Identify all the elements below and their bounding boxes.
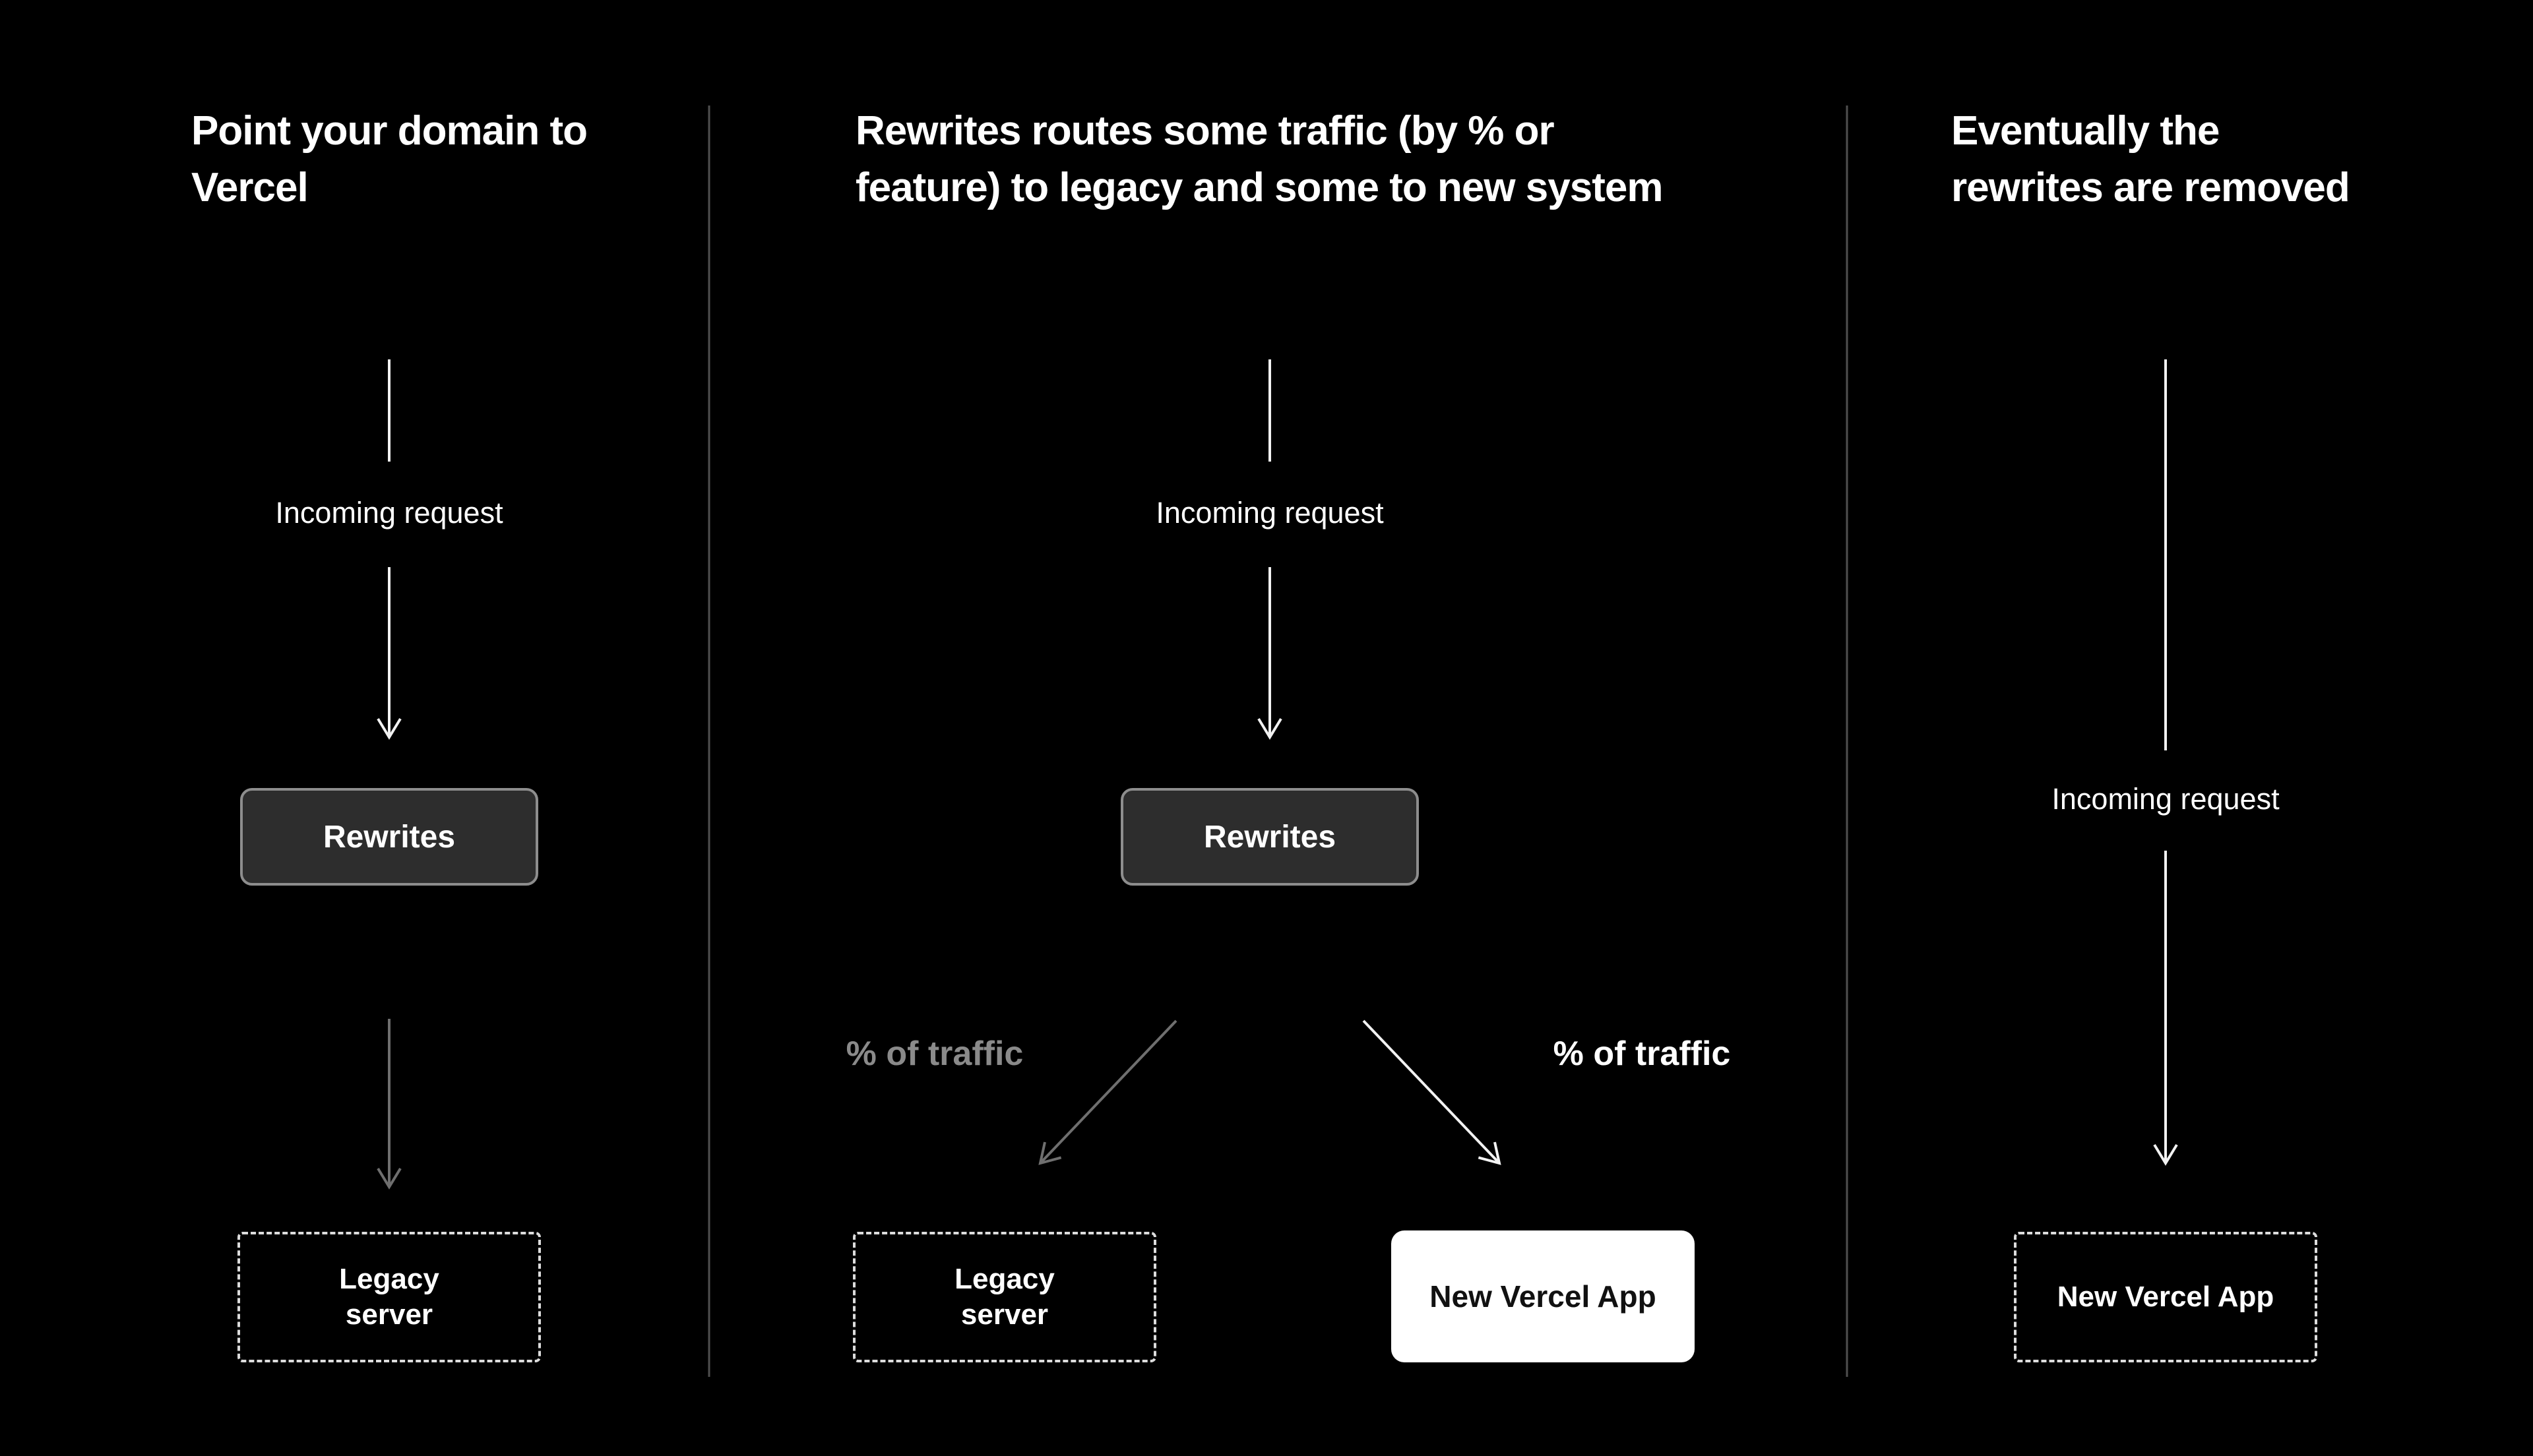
legacy-server-box-middle-line2: server <box>960 1298 1049 1331</box>
middle-diagonal-arrow-left-icon <box>1038 1019 1177 1165</box>
legacy-server-box-left: Legacy server <box>237 1232 541 1362</box>
panel-left-title: Point your domain to Vercel <box>191 103 588 216</box>
traffic-percent-label-left: % of traffic <box>846 1035 1024 1073</box>
panel-left-title-line1: Point your domain to <box>191 108 588 154</box>
incoming-request-label-right: Incoming request <box>2051 782 2280 816</box>
traffic-percent-label-right: % of traffic <box>1553 1035 1731 1073</box>
legacy-server-box-left-line1: Legacy <box>339 1263 439 1295</box>
legacy-server-box-middle-line1: Legacy <box>954 1263 1055 1295</box>
new-vercel-app-box-right-label: New Vercel App <box>2057 1281 2274 1313</box>
panel-left-title-line2: Vercel <box>191 165 309 210</box>
rewrites-box-middle: Rewrites <box>1121 788 1419 886</box>
panel-right-title-line1: Eventually the <box>1951 108 2220 154</box>
rewrites-box-left-label: Rewrites <box>323 819 456 855</box>
new-vercel-app-box-middle: New Vercel App <box>1391 1230 1695 1362</box>
incoming-request-label-left: Incoming request <box>275 496 503 530</box>
new-vercel-app-box-middle-label: New Vercel App <box>1429 1279 1656 1314</box>
panel-right-title-line2: rewrites are removed <box>1951 165 2350 210</box>
panel-middle-title-line1: Rewrites routes some traffic (by % or <box>856 108 1555 154</box>
new-vercel-app-box-right: New Vercel App <box>2014 1232 2317 1362</box>
panel-right-title: Eventually the rewrites are removed <box>1951 103 2350 216</box>
panel-middle-title-line2: feature) to legacy and some to new syste… <box>856 165 1663 210</box>
middle-diagonal-arrow-right-icon <box>1362 1019 1501 1165</box>
rewrites-box-left: Rewrites <box>240 788 538 886</box>
legacy-server-box-left-line2: server <box>345 1298 433 1331</box>
panel-middle-title: Rewrites routes some traffic (by % or fe… <box>856 103 1663 216</box>
legacy-server-box-middle: Legacy server <box>853 1232 1156 1362</box>
incoming-request-label-middle: Incoming request <box>1156 496 1384 530</box>
rewrites-box-middle-label: Rewrites <box>1203 819 1336 855</box>
